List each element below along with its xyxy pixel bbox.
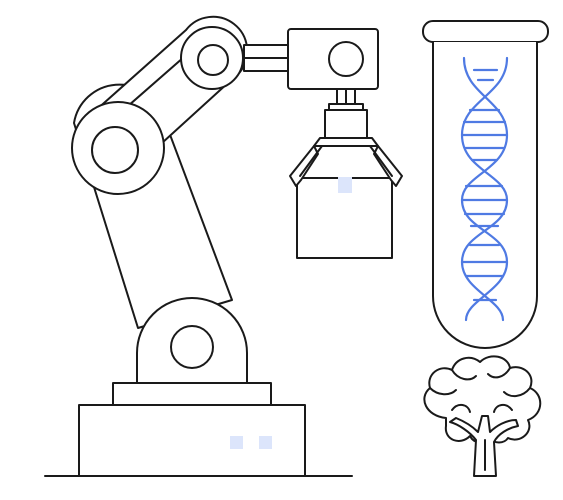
broccoli-floret-line	[493, 404, 513, 413]
wrist-joint-pin	[328, 41, 364, 77]
base-indicator-right	[259, 436, 272, 449]
gripper-finger-right-inner	[369, 145, 393, 177]
base-pivot-pin	[170, 325, 214, 369]
broccoli-floret-line	[451, 404, 471, 413]
robot-base-plate	[112, 382, 272, 406]
broccoli-floret-line	[503, 387, 531, 398]
robot-arm	[71, 15, 403, 477]
broccoli	[423, 355, 542, 477]
broccoli-floret-line	[429, 387, 457, 396]
held-box-label	[338, 177, 352, 193]
gripper-head	[324, 109, 368, 139]
shoulder-joint-pin	[91, 126, 139, 174]
test-tube-body	[432, 41, 538, 349]
dna-test-tube	[422, 20, 549, 349]
broccoli-floret-line	[487, 367, 511, 379]
gripper-finger-left-inner	[299, 145, 323, 177]
base-indicator-left	[230, 436, 243, 449]
dna-helix	[460, 56, 509, 322]
broccoli-floret-line	[451, 369, 477, 381]
test-tube-cap	[422, 20, 549, 43]
elbow-joint-pin	[197, 44, 229, 76]
gripper-mount	[313, 137, 379, 147]
